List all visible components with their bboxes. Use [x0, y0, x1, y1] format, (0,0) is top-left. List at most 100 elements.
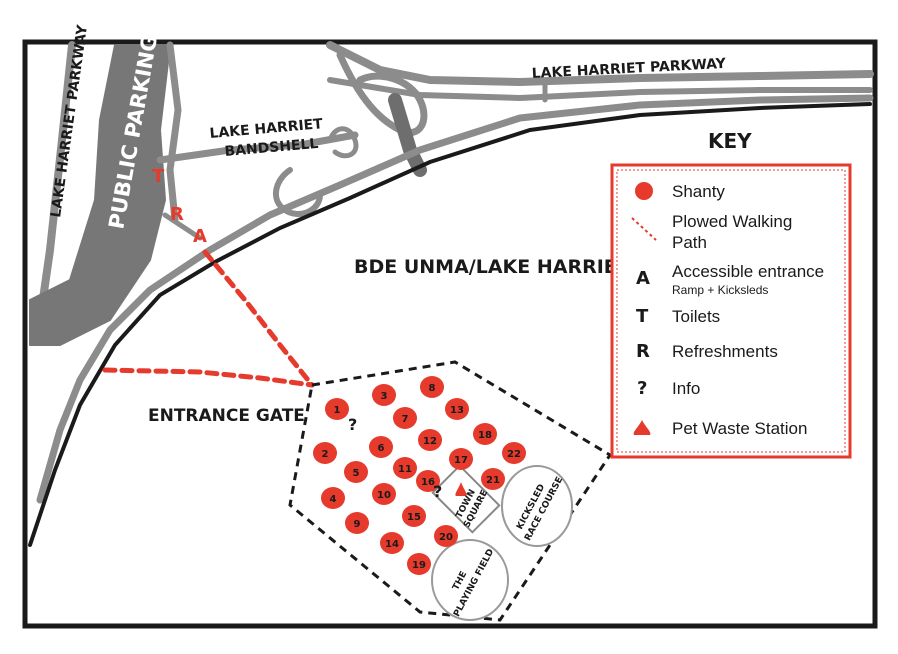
shanty-number: 5: [353, 468, 360, 479]
shanty-marker: [481, 468, 505, 490]
shanty-number: 11: [398, 464, 412, 475]
event-area-boundary: [288, 360, 613, 622]
shanty-5: 5: [344, 461, 368, 483]
shanty-6: 6: [369, 436, 393, 458]
kicksled-race-course: [501, 465, 573, 547]
shanty-number: 16: [421, 477, 435, 488]
key-inner-frame: [616, 169, 846, 453]
info-marker: ?: [348, 415, 357, 434]
shanty-16: 16: [416, 470, 440, 492]
shanty-marker: [380, 532, 404, 554]
accessible-entrance-icon: A: [636, 268, 650, 289]
shanty-11: 11: [393, 457, 417, 479]
toilets-icon: T: [636, 306, 649, 327]
key-item-accessible-1: Accessible entrance: [672, 262, 824, 281]
info-marker-town-square: ?: [433, 482, 442, 501]
shanty-19: 19: [407, 553, 431, 575]
shanty-4: 4: [321, 487, 345, 509]
key-item-info: Info: [672, 379, 700, 398]
shanty-15: 15: [402, 505, 426, 527]
accessible-entrance-marker: A: [193, 226, 207, 247]
shanty-marker: [449, 448, 473, 470]
shanty-marker: [502, 442, 526, 464]
shoreline: [28, 102, 872, 547]
shanty-3: 3: [372, 384, 396, 406]
shanty-marker: [416, 470, 440, 492]
shanty-marker: [372, 384, 396, 406]
shanty-number: 17: [454, 455, 468, 466]
shanty-number: 8: [429, 383, 436, 394]
shanty-marker: [369, 436, 393, 458]
shanty-number: 14: [385, 539, 399, 550]
shanty-17: 17: [449, 448, 473, 470]
shanty-13: 13: [445, 398, 469, 420]
key-frame: [610, 163, 852, 459]
shanty-22: 22: [502, 442, 526, 464]
shanty-number: 7: [402, 414, 409, 425]
shanty-number: 18: [478, 430, 492, 441]
map-key: KEY Shanty Plowed Walking Path A Accessi…: [610, 129, 852, 459]
lake-label: BDE UNMA/LAKE HARRIET: [354, 256, 630, 278]
shanty-marker: [407, 553, 431, 575]
shanty-marker: [345, 512, 369, 534]
key-item-shanty: Shanty: [672, 182, 725, 201]
shanty-marker: [372, 483, 396, 505]
shanty-marker: [420, 376, 444, 398]
shanty-7: 7: [393, 407, 417, 429]
shanty-number: 9: [354, 519, 361, 530]
shanty-12: 12: [418, 429, 442, 451]
shanty-marker: [434, 525, 458, 547]
key-item-path-1: Plowed Walking: [672, 212, 792, 231]
shanty-number: 20: [439, 532, 453, 543]
info-icon: ?: [637, 378, 647, 399]
key-item-path-2: Path: [672, 233, 707, 252]
key-title: KEY: [708, 129, 752, 153]
shanty-marker: [402, 505, 426, 527]
shanty-marker: [313, 442, 337, 464]
entrance-gate-label: ENTRANCE GATE: [148, 406, 305, 426]
road-network: [29, 41, 874, 504]
refreshments-marker: R: [170, 204, 184, 225]
shanty-21: 21: [481, 468, 505, 490]
shanty-number: 4: [330, 494, 337, 505]
pet-waste-marker: [455, 482, 467, 496]
toilets-marker: T: [152, 166, 165, 187]
shanty-marker: [325, 398, 349, 420]
shanty-number: 1: [334, 405, 341, 416]
shanty-9: 9: [345, 512, 369, 534]
shanty-number: 6: [378, 443, 385, 454]
plowed-walking-path: [102, 249, 315, 388]
shanty-8: 8: [420, 376, 444, 398]
shanty-dot-icon: [635, 182, 653, 200]
shanty-marker: [418, 429, 442, 451]
shanty-marker: [393, 457, 417, 479]
key-item-accessible-2: Ramp + Kicksleds: [672, 283, 768, 297]
key-item-refreshments: Refreshments: [672, 342, 778, 361]
shanty-1: 1: [325, 398, 349, 420]
shanty-14: 14: [380, 532, 404, 554]
key-item-toilets: Toilets: [672, 307, 720, 326]
shanty-number: 15: [407, 512, 421, 523]
shanty-number: 13: [450, 405, 464, 416]
shanty-marker: [445, 398, 469, 420]
shanty-20: 20: [434, 525, 458, 547]
shanty-marker: [344, 461, 368, 483]
shanty-number: 12: [423, 436, 437, 447]
shanty-10: 10: [372, 483, 396, 505]
shanty-number: 2: [322, 449, 329, 460]
playing-field: [431, 539, 509, 621]
key-item-pet-waste: Pet Waste Station: [672, 419, 807, 438]
town-square: [431, 464, 501, 534]
shanty-number: 19: [412, 560, 426, 571]
shanty-marker: [393, 407, 417, 429]
shanty-number: 21: [486, 475, 500, 486]
shanty-number: 22: [507, 449, 521, 460]
shanty-marker: [473, 423, 497, 445]
refreshments-icon: R: [636, 341, 650, 362]
shanty-marker: [321, 487, 345, 509]
pet-waste-icon: [633, 420, 651, 435]
shanty-2: 2: [313, 442, 337, 464]
shanty-number: 3: [381, 391, 388, 402]
